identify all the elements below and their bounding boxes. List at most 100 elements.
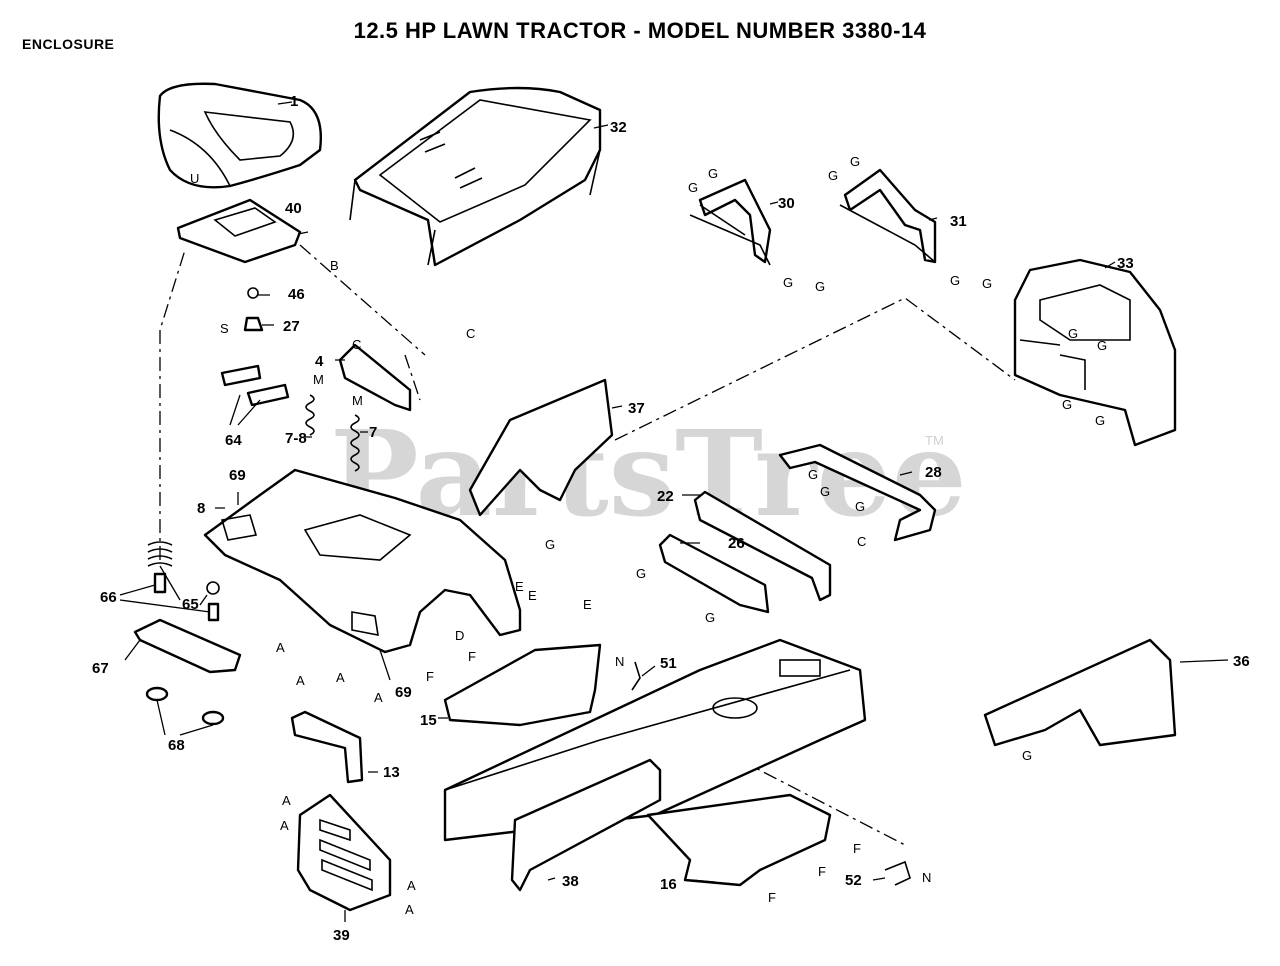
part-mount-67[interactable] — [133, 618, 242, 674]
connector-e1: E — [515, 579, 524, 594]
reference-line — [739, 759, 906, 846]
part-rail-28[interactable] — [778, 443, 937, 542]
connector-e2: E — [528, 588, 537, 603]
connector-m1: M — [313, 372, 324, 387]
connector-g31c: G — [950, 273, 960, 288]
label-part-67: 67 — [92, 660, 109, 677]
connector-g26b: G — [705, 610, 715, 625]
part-bracket-30[interactable] — [689, 178, 772, 266]
label-part-39: 39 — [333, 927, 350, 944]
part-spacer-66[interactable] — [153, 572, 167, 594]
label-part-38: 38 — [562, 873, 579, 890]
connector-g31d: G — [982, 276, 992, 291]
part-bracket-31[interactable] — [839, 168, 937, 264]
reference-line — [614, 297, 1016, 441]
connector-f2: F — [426, 669, 434, 684]
connector-g26a: G — [636, 566, 646, 581]
part-footrest-16[interactable] — [646, 793, 832, 887]
connector-c28: C — [857, 534, 866, 549]
part-rail-26[interactable] — [658, 533, 770, 614]
connector-g30d: G — [815, 279, 825, 294]
label-part-4: 4 — [315, 353, 324, 370]
part-side-panel-36[interactable] — [983, 638, 1177, 747]
connector-n1: N — [615, 654, 624, 669]
part-grille-39[interactable] — [296, 793, 392, 912]
connector-g31a: G — [850, 154, 860, 169]
connector-g28b: G — [820, 484, 830, 499]
connector-g28c: G — [855, 499, 865, 514]
part-clip-51[interactable] — [631, 661, 641, 691]
part-spring-65[interactable] — [147, 541, 173, 567]
part-pad-64a[interactable] — [220, 364, 262, 387]
connector-a2: A — [296, 673, 305, 688]
connector-a8: A — [405, 902, 414, 917]
part-dash-panel[interactable] — [1013, 258, 1177, 447]
connector-g33d: G — [1095, 413, 1105, 428]
part-nut-46[interactable] — [247, 287, 259, 299]
part-panel-37[interactable] — [468, 378, 614, 517]
section-label: ENCLOSURE — [22, 36, 115, 52]
connector-a6: A — [280, 818, 289, 833]
label-part-7: 7 — [369, 424, 377, 441]
connector-e3: E — [583, 597, 592, 612]
part-grommet-68a[interactable] — [145, 686, 169, 702]
reference-line — [159, 249, 186, 560]
label-part-28: 28 — [925, 464, 942, 481]
part-spring-7[interactable] — [350, 414, 360, 472]
connector-g33b: G — [1097, 338, 1107, 353]
trademark: TM — [925, 433, 944, 448]
label-part-46: 46 — [288, 286, 305, 303]
connector-f1: F — [468, 649, 476, 664]
connector-g28a: G — [808, 467, 818, 482]
part-frame-rail-38[interactable] — [510, 758, 662, 892]
label-part-51: 51 — [660, 655, 677, 672]
part-hood[interactable] — [349, 86, 602, 267]
part-bracket-4[interactable] — [338, 343, 412, 412]
label-part-13: 13 — [383, 764, 400, 781]
label-part-52: 52 — [845, 872, 862, 889]
label-part-65: 65 — [182, 596, 199, 613]
part-seat[interactable] — [157, 82, 322, 189]
part-support-13[interactable] — [290, 710, 364, 784]
connector-g37: G — [545, 537, 555, 552]
reference-line — [299, 244, 426, 356]
part-clip-52[interactable] — [884, 860, 911, 886]
label-part-22: 22 — [657, 488, 674, 505]
label-part-26: 26 — [728, 535, 745, 552]
connector-g31b: G — [828, 168, 838, 183]
connector-f5: F — [768, 890, 776, 905]
part-grommet-68b[interactable] — [201, 710, 225, 726]
part-footrest-15[interactable] — [443, 643, 602, 727]
label-part-69b: 69 — [395, 684, 412, 701]
part-pad-64b[interactable] — [246, 383, 290, 407]
connector-d: D — [455, 628, 464, 643]
label-part-1: 1 — [290, 93, 298, 110]
connector-a4: A — [374, 690, 383, 705]
part-seat-pan[interactable] — [176, 198, 302, 264]
connector-m2: M — [352, 393, 363, 408]
label-part-40: 40 — [285, 200, 302, 217]
part-knob-27[interactable] — [243, 316, 264, 332]
connector-g36: G — [1022, 748, 1032, 763]
label-part-30: 30 — [778, 195, 795, 212]
connector-c1: C — [466, 326, 475, 341]
label-part-7-8: 7-8 — [285, 430, 307, 447]
label-part-16: 16 — [660, 876, 677, 893]
part-rail-22[interactable] — [693, 490, 832, 602]
connector-f4: F — [818, 864, 826, 879]
label-part-36: 36 — [1233, 653, 1250, 670]
label-part-8: 8 — [197, 500, 205, 517]
diagram-title: 12.5 HP LAWN TRACTOR - MODEL NUMBER 3380… — [353, 18, 927, 43]
part-fender[interactable] — [203, 468, 522, 654]
part-spacer-66b[interactable] — [207, 602, 220, 622]
label-part-68: 68 — [168, 737, 185, 754]
connector-g30b: G — [688, 180, 698, 195]
label-part-33: 33 — [1117, 255, 1134, 272]
connector-n2: N — [922, 870, 931, 885]
part-spring-7-8[interactable] — [305, 394, 315, 436]
part-washer-65[interactable] — [206, 581, 220, 595]
connector-f3: F — [853, 841, 861, 856]
label-part-64: 64 — [225, 432, 242, 449]
reference-line — [404, 354, 421, 401]
